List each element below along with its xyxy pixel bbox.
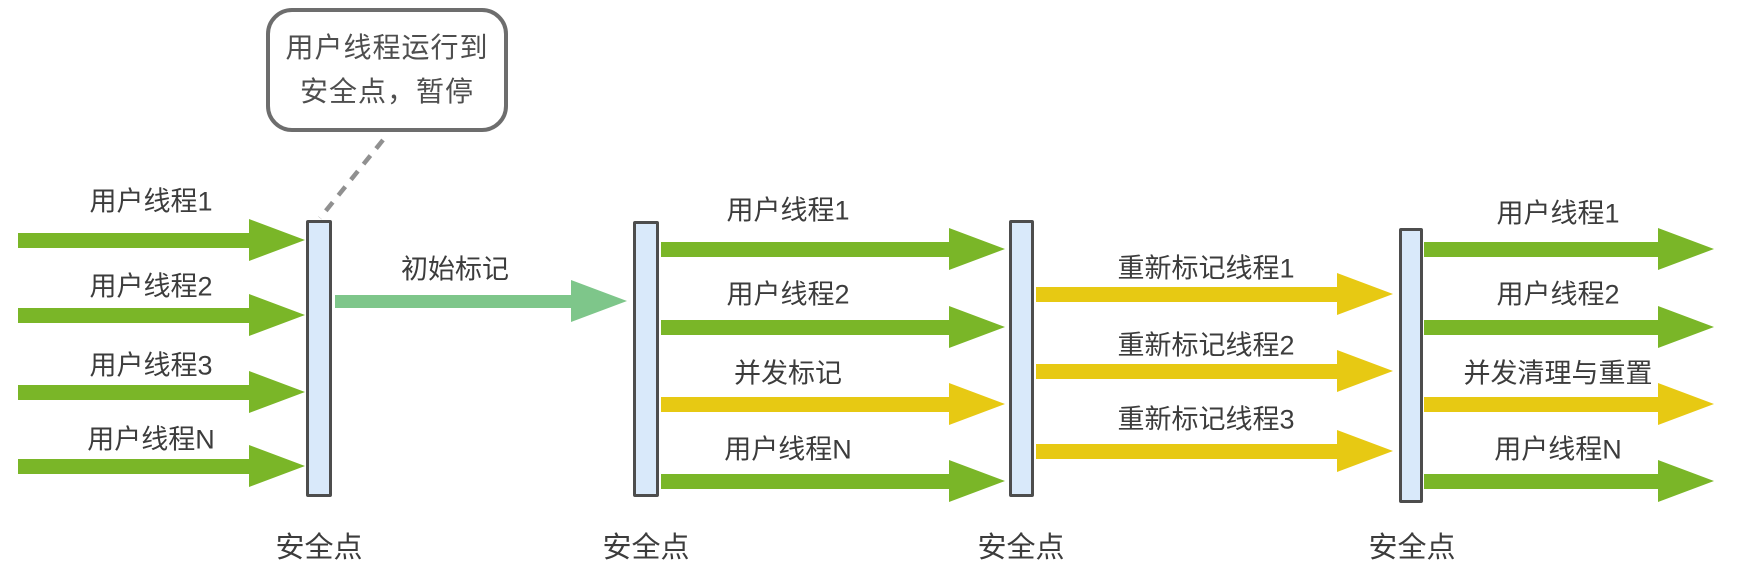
thread-arrow-label: 用户线程N xyxy=(87,424,215,455)
thread-arrow-label: 用户线程1 xyxy=(89,186,213,217)
thread-arrow-head xyxy=(249,218,305,261)
thread-arrow-shaft xyxy=(661,473,957,489)
initial-mark-arrow-shaft xyxy=(335,294,579,308)
thread-arrow-label: 用户线程2 xyxy=(726,279,850,310)
thread-arrow-shaft xyxy=(661,396,957,412)
thread-arrow-head xyxy=(249,370,305,413)
safepoint-label-3: 安全点 xyxy=(977,532,1065,564)
thread-arrow-shaft xyxy=(1424,319,1666,335)
thread-arrow-head xyxy=(1658,227,1714,270)
thread-arrow-shaft xyxy=(18,384,257,400)
thread-arrow-label: 用户线程1 xyxy=(726,195,850,226)
thread-arrow-label: 用户线程2 xyxy=(89,271,213,302)
thread-arrow-shaft xyxy=(1424,473,1666,489)
callout-bubble: 用户线程运行到 安全点，暂停 xyxy=(266,8,508,132)
thread-arrow-shaft xyxy=(1424,241,1666,257)
safepoint-bar-3 xyxy=(1009,220,1034,497)
thread-arrow-head xyxy=(949,305,1005,348)
thread-arrow-head xyxy=(1337,349,1393,392)
thread-arrow-label: 重新标记线程2 xyxy=(1117,330,1295,361)
thread-arrow-head xyxy=(1658,305,1714,348)
thread-arrow-shaft xyxy=(1036,286,1345,302)
callout-line-1: 用户线程运行到 xyxy=(285,32,489,63)
thread-arrow-shaft xyxy=(1424,396,1666,412)
thread-arrow-head xyxy=(249,293,305,336)
thread-arrow-label: 重新标记线程3 xyxy=(1117,404,1295,435)
thread-arrow-label: 并发标记 xyxy=(734,358,842,389)
thread-arrow-label: 用户线程1 xyxy=(1496,198,1620,229)
initial-mark-arrow-head xyxy=(571,279,627,322)
thread-arrow-label: 用户线程3 xyxy=(89,350,213,381)
thread-arrow-head xyxy=(1658,459,1714,502)
thread-arrow-shaft xyxy=(18,232,257,248)
safepoint-bar-4 xyxy=(1399,228,1423,503)
thread-arrow-head xyxy=(949,227,1005,270)
thread-arrow-label: 并发清理与重置 xyxy=(1463,358,1653,389)
thread-arrow-shaft xyxy=(661,319,957,335)
thread-arrow-shaft xyxy=(18,307,257,323)
thread-arrow-head xyxy=(949,382,1005,425)
safepoint-label-1: 安全点 xyxy=(275,532,363,564)
thread-arrow-head xyxy=(1658,382,1714,425)
thread-arrow-head xyxy=(1337,272,1393,315)
safepoint-label-2: 安全点 xyxy=(602,532,690,564)
thread-arrow-shaft xyxy=(18,458,257,474)
thread-arrow-head xyxy=(249,444,305,487)
thread-arrow-head xyxy=(1337,429,1393,472)
thread-arrow-label: 重新标记线程1 xyxy=(1117,253,1295,284)
thread-arrow-shaft xyxy=(1036,363,1345,379)
thread-arrow-label: 用户线程N xyxy=(1494,434,1622,465)
thread-arrow-shaft xyxy=(1036,443,1345,459)
thread-arrow-label: 用户线程2 xyxy=(1496,279,1620,310)
safepoint-bar-1 xyxy=(306,220,332,497)
safepoint-bar-2 xyxy=(633,221,659,497)
thread-arrow-shaft xyxy=(661,241,957,257)
callout-line-2: 安全点，暂停 xyxy=(299,76,474,107)
safepoint-label-4: 安全点 xyxy=(1368,532,1456,564)
thread-arrow-label: 用户线程N xyxy=(724,434,852,465)
thread-arrow-head xyxy=(949,459,1005,502)
initial-mark-label: 初始标记 xyxy=(401,254,509,285)
